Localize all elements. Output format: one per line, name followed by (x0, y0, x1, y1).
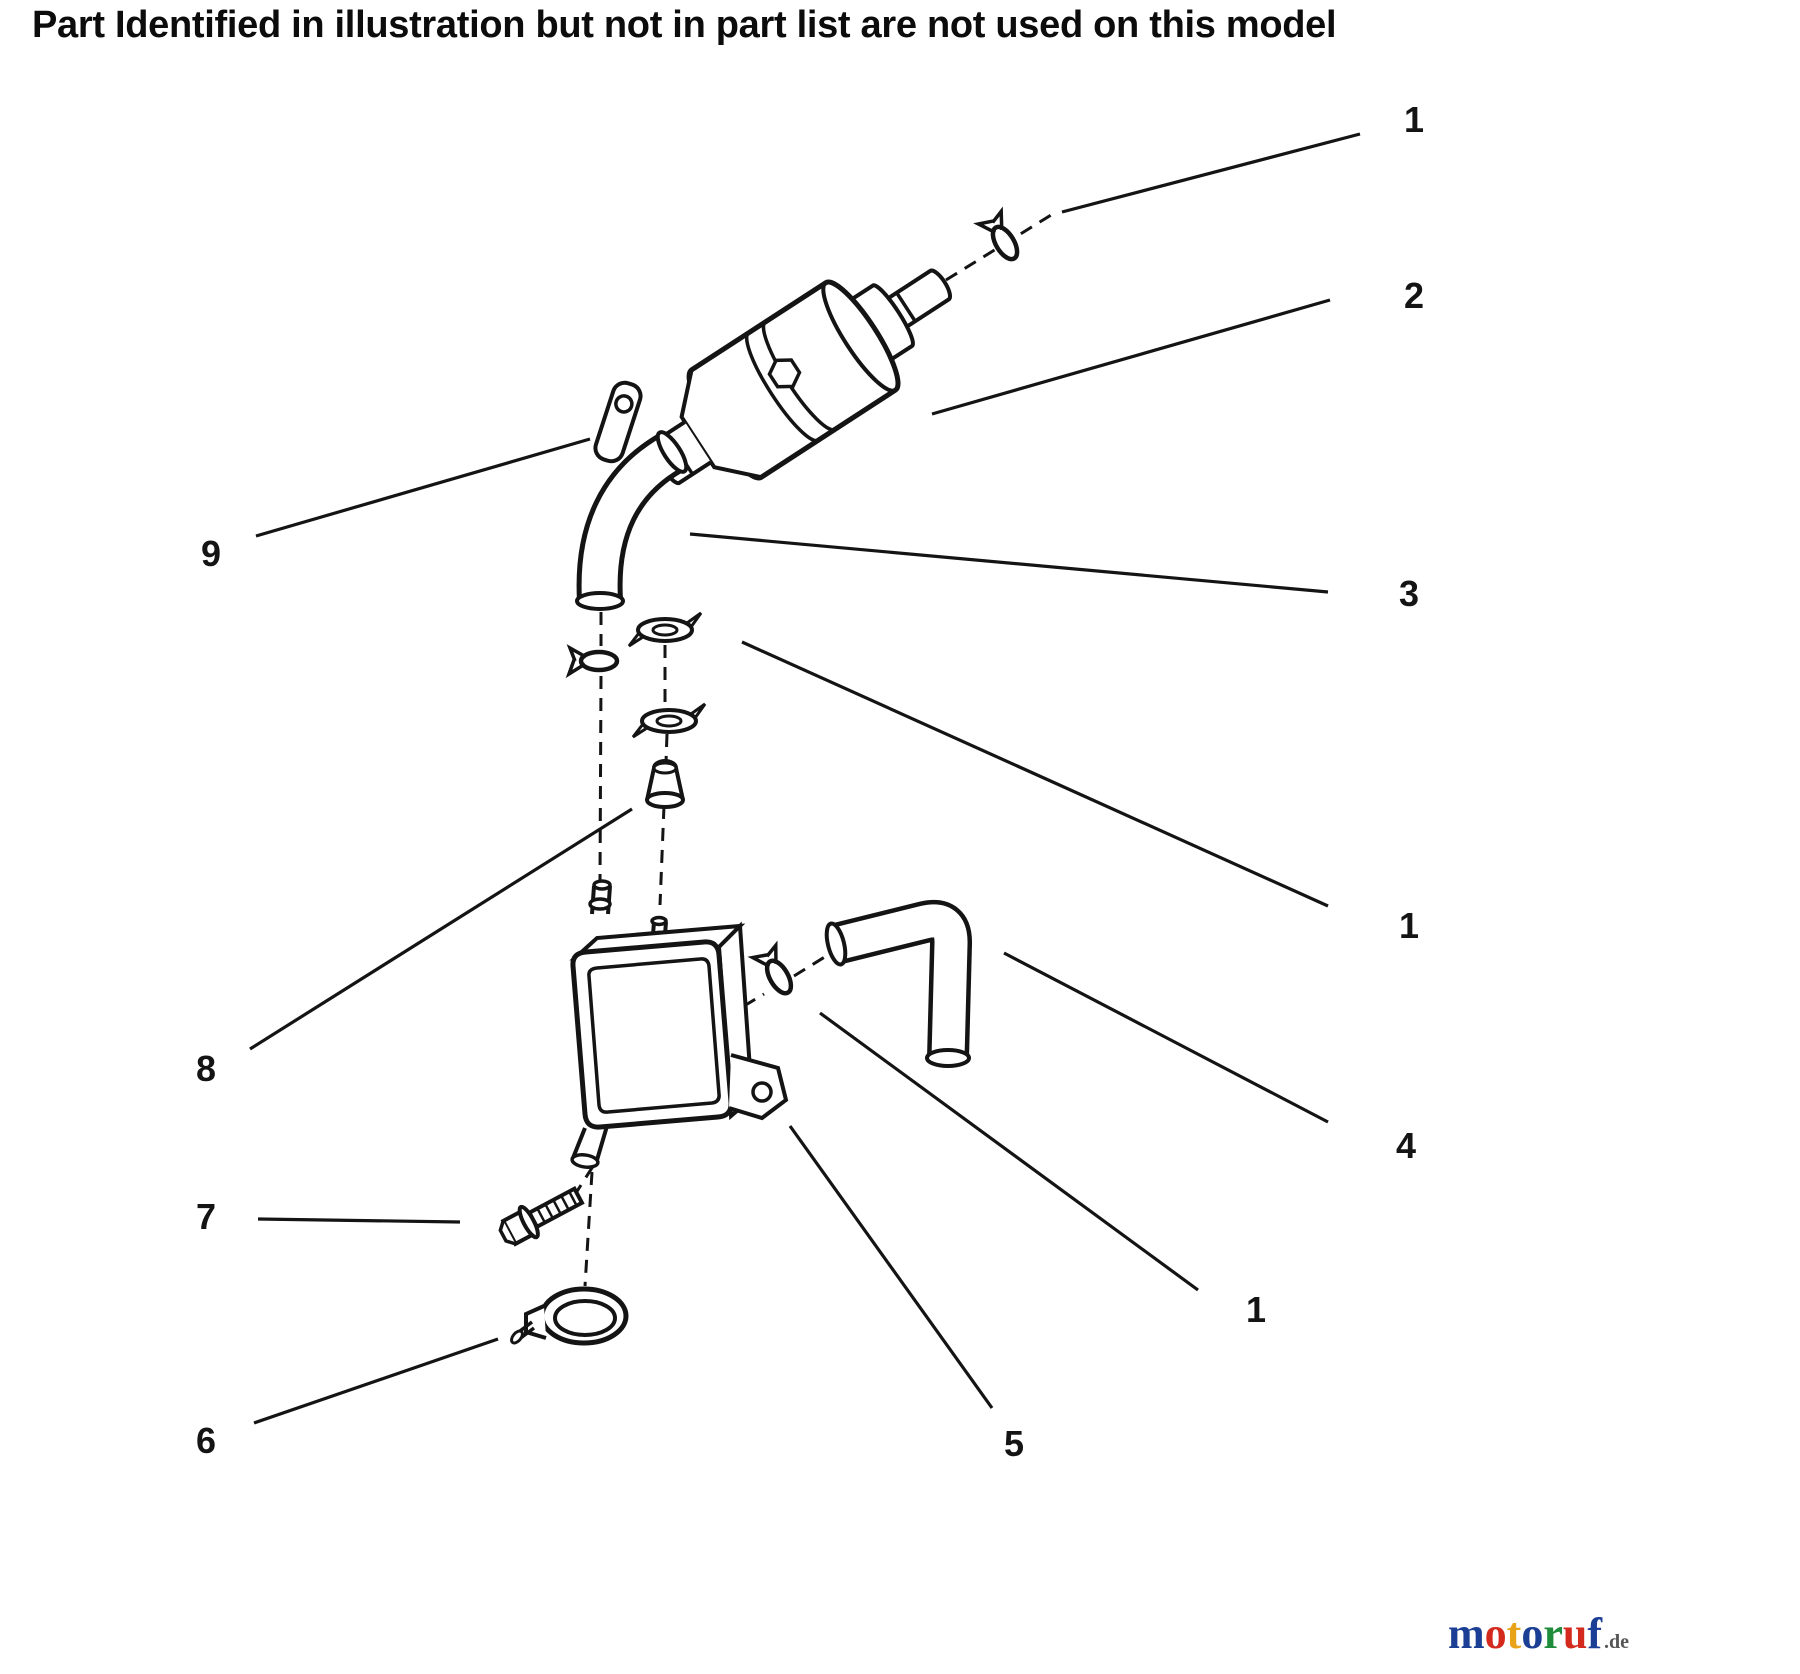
callout-5-label-6: 5 (1004, 1423, 1024, 1464)
hose-clamp (510, 1286, 629, 1346)
callout-5-leader-6 (788, 1125, 994, 1409)
callout-6-label-7: 6 (196, 1420, 216, 1461)
callout-1-leader-5 (819, 1011, 1199, 1292)
callout-layer: 1 2 3 1 4 1 5 6 7 8 9 (196, 99, 1424, 1464)
pump-front-rim (587, 957, 721, 1114)
callout-7-leader-8 (257, 1217, 461, 1224)
watermark-suffix: .de (1603, 1631, 1629, 1653)
callout-6-leader-7 (253, 1337, 499, 1425)
watermark-letter: m (1448, 1609, 1485, 1658)
fuel-pump (569, 879, 789, 1169)
callout-1-label-3: 1 (1399, 905, 1419, 946)
mounting-bracket (593, 380, 643, 464)
callout-7-label-8: 7 (196, 1196, 216, 1237)
callout-1-label-0: 1 (1404, 99, 1424, 140)
hose-clamp-pump-outlet (753, 945, 800, 1000)
hose-clamp-elbow (569, 648, 617, 674)
callout-8-leader-9 (249, 807, 633, 1051)
watermark-letter: r (1543, 1609, 1563, 1658)
fuel-filter (650, 268, 952, 486)
l-shaped-hose (824, 900, 972, 1068)
watermark-letter: f (1587, 1609, 1602, 1658)
pump-inlet-fitting (588, 879, 612, 915)
pump-bottom-fitting (571, 1125, 609, 1161)
callout-8-label-9: 8 (196, 1048, 216, 1089)
clamp-ring-lower (631, 702, 707, 739)
callout-2-label-1: 2 (1404, 275, 1424, 316)
flange-bolt-hole (751, 1081, 773, 1103)
callout-2-leader-1 (931, 298, 1331, 416)
callout-9-leader-10 (255, 437, 591, 538)
callout-3-leader-2 (689, 532, 1329, 594)
cone-fitting (645, 759, 685, 809)
elbow-hose (575, 430, 689, 611)
bolt-shaft (526, 1186, 585, 1230)
callout-1-label-5: 1 (1246, 1289, 1266, 1330)
callout-4-label-4: 4 (1396, 1125, 1416, 1166)
callout-3-label-2: 3 (1399, 573, 1419, 614)
clamp-ring-upper (627, 611, 703, 648)
callout-1-leader-0 (1061, 132, 1361, 214)
page-title: Part Identified in illustration but not … (32, 4, 1337, 46)
callout-1-leader-3 (741, 640, 1329, 908)
bolt-threads (536, 1190, 578, 1224)
mounting-bolt (498, 1186, 585, 1247)
watermark: motoruf .de (1448, 1608, 1629, 1659)
filter-hex-detail (767, 358, 802, 389)
watermark-letter: o (1521, 1609, 1544, 1658)
watermark-letter: t (1506, 1609, 1522, 1658)
callout-4-leader-4 (1003, 951, 1329, 1124)
watermark-letter: u (1562, 1609, 1588, 1658)
watermark-letter: o (1484, 1609, 1507, 1658)
callout-9-label-10: 9 (201, 533, 221, 574)
watermark-word: motoruf (1448, 1608, 1602, 1659)
pump-front-face (570, 939, 734, 1130)
